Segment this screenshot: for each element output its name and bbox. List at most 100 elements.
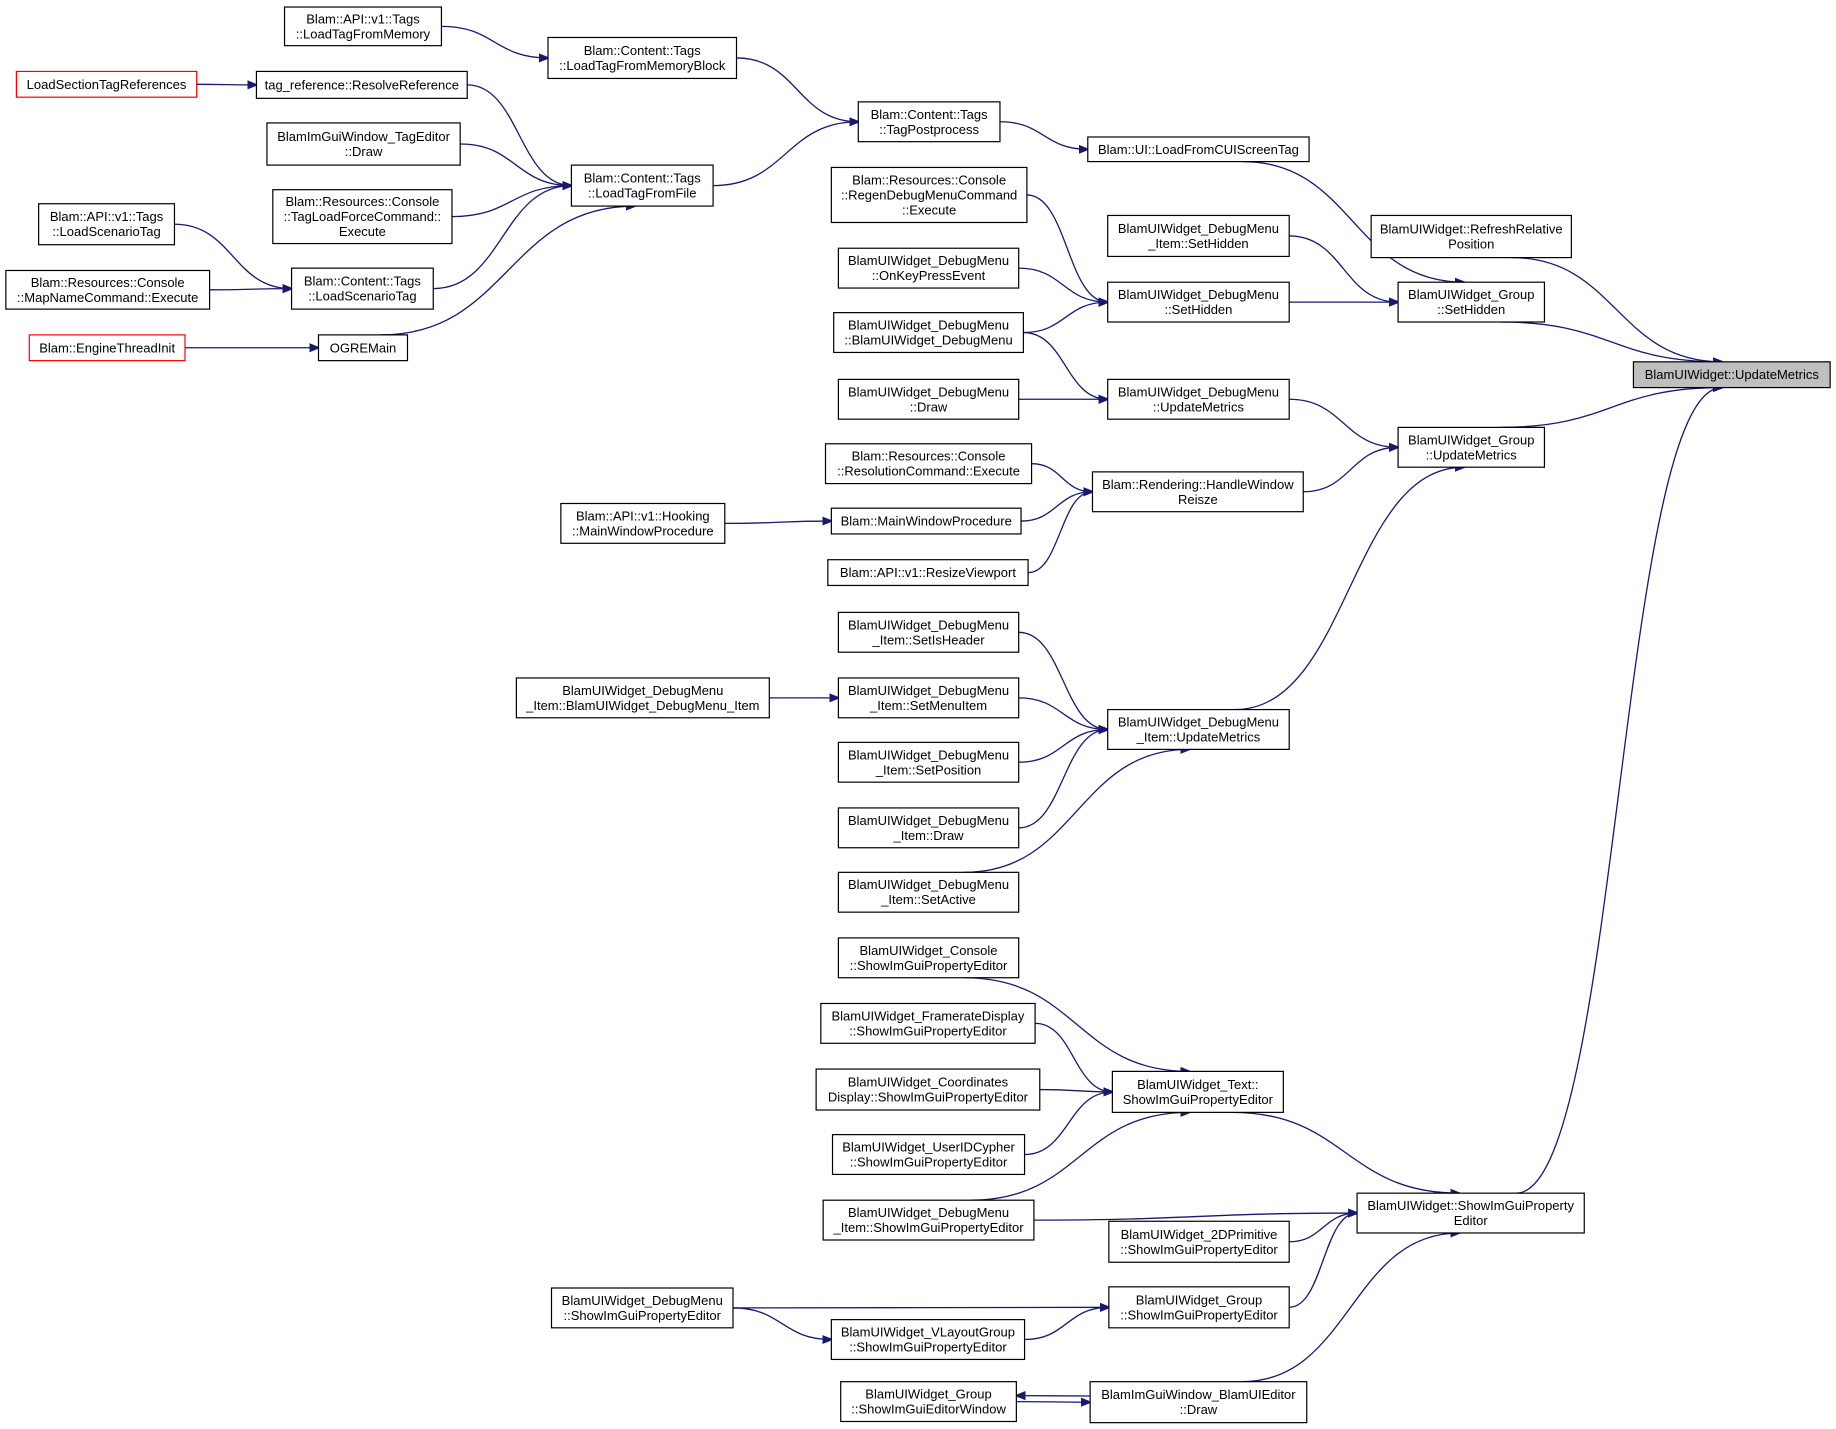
node-box[interactable] [837, 937, 1020, 979]
node-console_show[interactable]: BlamUIWidget_Console::ShowImGuiPropertyE… [837, 937, 1020, 979]
node-imgui_tageditor[interactable]: BlamImGuiWindow_TagEditor::Draw [266, 122, 461, 166]
node-prim2d_show[interactable]: BlamUIWidget_2DPrimitive::ShowImGuiPrope… [1108, 1220, 1290, 1263]
node-box[interactable] [1397, 426, 1546, 468]
node-box[interactable] [266, 122, 461, 166]
node-box[interactable] [515, 677, 770, 719]
node-box[interactable] [824, 443, 1033, 485]
node-group_sethidden[interactable]: BlamUIWidget_Group::SetHidden [1397, 281, 1546, 323]
node-group_show[interactable]: BlamUIWidget_Group::ShowImGuiPropertyEdi… [1108, 1286, 1290, 1329]
node-box[interactable] [837, 378, 1020, 420]
node-box[interactable] [1089, 1381, 1308, 1424]
node-dbgitem_updatemetrics[interactable]: BlamUIWidget_DebugMenu_Item::UpdateMetri… [1107, 708, 1290, 750]
node-box[interactable] [5, 269, 211, 310]
node-box[interactable] [1107, 378, 1290, 420]
node-box[interactable] [255, 70, 468, 99]
node-box[interactable] [1107, 214, 1290, 258]
node-box[interactable] [837, 611, 1020, 653]
node-dbgitem_setactive[interactable]: BlamUIWidget_DebugMenu_Item::SetActive [837, 871, 1020, 913]
node-box[interactable] [837, 741, 1020, 783]
node-box[interactable] [833, 312, 1024, 354]
node-box[interactable] [550, 1287, 734, 1329]
node-box[interactable] [1091, 471, 1304, 513]
node-box[interactable] [283, 6, 443, 47]
node-loadtagmemblock[interactable]: Blam::Content::Tags::LoadTagFromMemoryBl… [547, 36, 738, 80]
node-dbgmenu_item_sethidden[interactable]: BlamUIWidget_DebugMenu_Item::SetHidden [1107, 214, 1290, 258]
node-box[interactable] [820, 1002, 1036, 1044]
node-box[interactable] [822, 1199, 1035, 1241]
node-box[interactable] [38, 203, 176, 246]
node-box[interactable] [827, 559, 1029, 587]
node-dbgmenu_show[interactable]: BlamUIWidget_DebugMenu::ShowImGuiPropert… [550, 1287, 734, 1329]
node-box[interactable] [1632, 361, 1831, 389]
node-text_show[interactable]: BlamUIWidget_Text::ShowImGuiPropertyEdit… [1111, 1070, 1284, 1113]
node-loadtagfile[interactable]: Blam::Content::Tags::LoadTagFromFile [570, 164, 714, 207]
node-regendbg[interactable]: Blam::Resources::Console::RegenDebugMenu… [830, 166, 1028, 224]
node-group_showwindow[interactable]: BlamUIWidget_Group::ShowImGuiEditorWindo… [840, 1381, 1017, 1423]
node-box[interactable] [1370, 214, 1572, 259]
node-mapnamecmd[interactable]: Blam::Resources::Console::MapNameCommand… [5, 269, 211, 310]
node-box[interactable] [560, 502, 726, 544]
node-box[interactable] [830, 1319, 1026, 1361]
node-api_hooking[interactable]: Blam::API::v1::Hooking::MainWindowProced… [560, 502, 726, 544]
node-showimgui[interactable]: BlamUIWidget::ShowImGuiPropertyEditor [1356, 1192, 1585, 1234]
node-api_loadtagmem[interactable]: Blam::API::v1::Tags::LoadTagFromMemory [283, 6, 443, 47]
node-box[interactable] [28, 334, 186, 362]
node-enginethreadinit[interactable]: Blam::EngineThreadInit [28, 334, 186, 362]
node-vlayout_show[interactable]: BlamUIWidget_VLayoutGroup::ShowImGuiProp… [830, 1319, 1026, 1361]
node-box[interactable] [15, 70, 198, 98]
node-box[interactable] [272, 189, 453, 245]
node-mainwndproc[interactable]: Blam::MainWindowProcedure [830, 507, 1022, 535]
node-dbgmenu_ctor[interactable]: BlamUIWidget_DebugMenu::BlamUIWidget_Deb… [833, 312, 1024, 354]
node-box[interactable] [1111, 1070, 1284, 1113]
node-box[interactable] [831, 1134, 1026, 1176]
node-box[interactable] [837, 247, 1020, 289]
node-box[interactable] [1087, 136, 1310, 163]
node-box[interactable] [837, 677, 1020, 719]
node-resizeviewport[interactable]: Blam::API::v1::ResizeViewport [827, 559, 1029, 587]
node-imgui_uieditor[interactable]: BlamImGuiWindow_BlamUIEditor::Draw [1089, 1381, 1308, 1424]
node-box[interactable] [837, 807, 1020, 849]
node-dbgmenu_draw[interactable]: BlamUIWidget_DebugMenu::Draw [837, 378, 1020, 420]
node-loadsectiontagrefs[interactable]: LoadSectionTagReferences [15, 70, 198, 98]
node-group_updatemetrics[interactable]: BlamUIWidget_Group::UpdateMetrics [1397, 426, 1546, 468]
node-box[interactable] [570, 164, 714, 207]
node-box[interactable] [830, 166, 1028, 224]
node-tagloadforce[interactable]: Blam::Resources::Console::TagLoadForceCo… [272, 189, 453, 245]
node-dbgmenu_onkey[interactable]: BlamUIWidget_DebugMenu::OnKeyPressEvent [837, 247, 1020, 289]
node-dbgitem_setisheader[interactable]: BlamUIWidget_DebugMenu_Item::SetIsHeader [837, 611, 1020, 653]
node-box[interactable] [1107, 708, 1290, 750]
node-box[interactable] [815, 1068, 1041, 1111]
node-resolveref[interactable]: tag_reference::ResolveReference [255, 70, 468, 99]
node-dbgitem_draw[interactable]: BlamUIWidget_DebugMenu_Item::Draw [837, 807, 1020, 849]
node-api_loadscenario[interactable]: Blam::API::v1::Tags::LoadScenarioTag [38, 203, 176, 246]
node-tagpost[interactable]: Blam::Content::Tags::TagPostprocess [857, 101, 1001, 143]
node-root[interactable]: BlamUIWidget::UpdateMetrics [1632, 361, 1831, 389]
node-dbgmenu_updatemetrics[interactable]: BlamUIWidget_DebugMenu::UpdateMetrics [1107, 378, 1290, 420]
node-loadscenario[interactable]: Blam::Content::Tags::LoadScenarioTag [290, 267, 434, 310]
node-box[interactable] [837, 871, 1020, 913]
node-ui_loadcui[interactable]: Blam::UI::LoadFromCUIScreenTag [1087, 136, 1310, 163]
node-dbgitem_show[interactable]: BlamUIWidget_DebugMenu_Item::ShowImGuiPr… [822, 1199, 1035, 1241]
node-box[interactable] [1107, 281, 1290, 323]
node-box[interactable] [830, 507, 1022, 535]
node-box[interactable] [1397, 281, 1546, 323]
node-box[interactable] [317, 334, 409, 362]
node-dbgitem_setmenuitem[interactable]: BlamUIWidget_DebugMenu_Item::SetMenuItem [837, 677, 1020, 719]
node-coords_show[interactable]: BlamUIWidget_CoordinatesDisplay::ShowImG… [815, 1068, 1041, 1111]
node-ogremain[interactable]: OGREMain [317, 334, 409, 362]
node-dbgitem_ctor[interactable]: BlamUIWidget_DebugMenu_Item::BlamUIWidge… [515, 677, 770, 719]
node-box[interactable] [1356, 1192, 1585, 1234]
node-box[interactable] [1108, 1220, 1290, 1263]
node-resolutioncmd[interactable]: Blam::Resources::Console::ResolutionComm… [824, 443, 1033, 485]
node-framerate_show[interactable]: BlamUIWidget_FramerateDisplay::ShowImGui… [820, 1002, 1036, 1044]
node-box[interactable] [1108, 1286, 1290, 1329]
node-box[interactable] [547, 36, 738, 80]
node-dbgitem_setposition[interactable]: BlamUIWidget_DebugMenu_Item::SetPosition [837, 741, 1020, 783]
node-box[interactable] [857, 101, 1001, 143]
node-box[interactable] [290, 267, 434, 310]
node-useridcypher_show[interactable]: BlamUIWidget_UserIDCypher::ShowImGuiProp… [831, 1134, 1026, 1176]
node-dbgmenu_sethidden[interactable]: BlamUIWidget_DebugMenu::SetHidden [1107, 281, 1290, 323]
node-box[interactable] [840, 1381, 1017, 1423]
